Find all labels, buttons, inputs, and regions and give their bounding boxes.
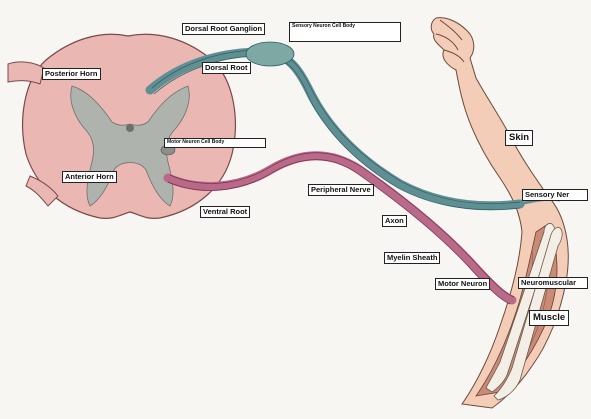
label-sensory-nerve: Sensory Ner bbox=[522, 189, 588, 201]
label-ventral-root: Ventral Root bbox=[200, 206, 250, 218]
central-canal bbox=[126, 124, 134, 132]
label-anterior-horn: Anterior Horn bbox=[62, 171, 117, 183]
label-dorsal-root-ganglion: Dorsal Root Ganglion bbox=[182, 23, 265, 35]
arm-skin bbox=[431, 18, 568, 408]
label-axon: Axon bbox=[382, 215, 407, 227]
ganglion bbox=[246, 42, 294, 66]
label-skin: Skin bbox=[505, 130, 533, 146]
label-neuromuscular: Neuromuscular bbox=[518, 277, 588, 289]
label-motor-neuron-cell-body: Motor Neuron Cell Body bbox=[164, 138, 266, 148]
label-dorsal-root: Dorsal Root bbox=[202, 62, 251, 74]
label-sensory-neuron-cell-body: Sensory Neuron Cell Body bbox=[289, 22, 401, 42]
label-posterior-horn: Posterior Horn bbox=[42, 68, 101, 80]
label-muscle: Muscle bbox=[529, 310, 569, 326]
label-myelin-sheath: Myelin Sheath bbox=[384, 252, 440, 264]
left-root-stub bbox=[8, 62, 44, 84]
label-motor-neuron: Motor Neuron bbox=[435, 278, 490, 290]
label-peripheral-nerve: Peripheral Nerve bbox=[308, 184, 374, 196]
